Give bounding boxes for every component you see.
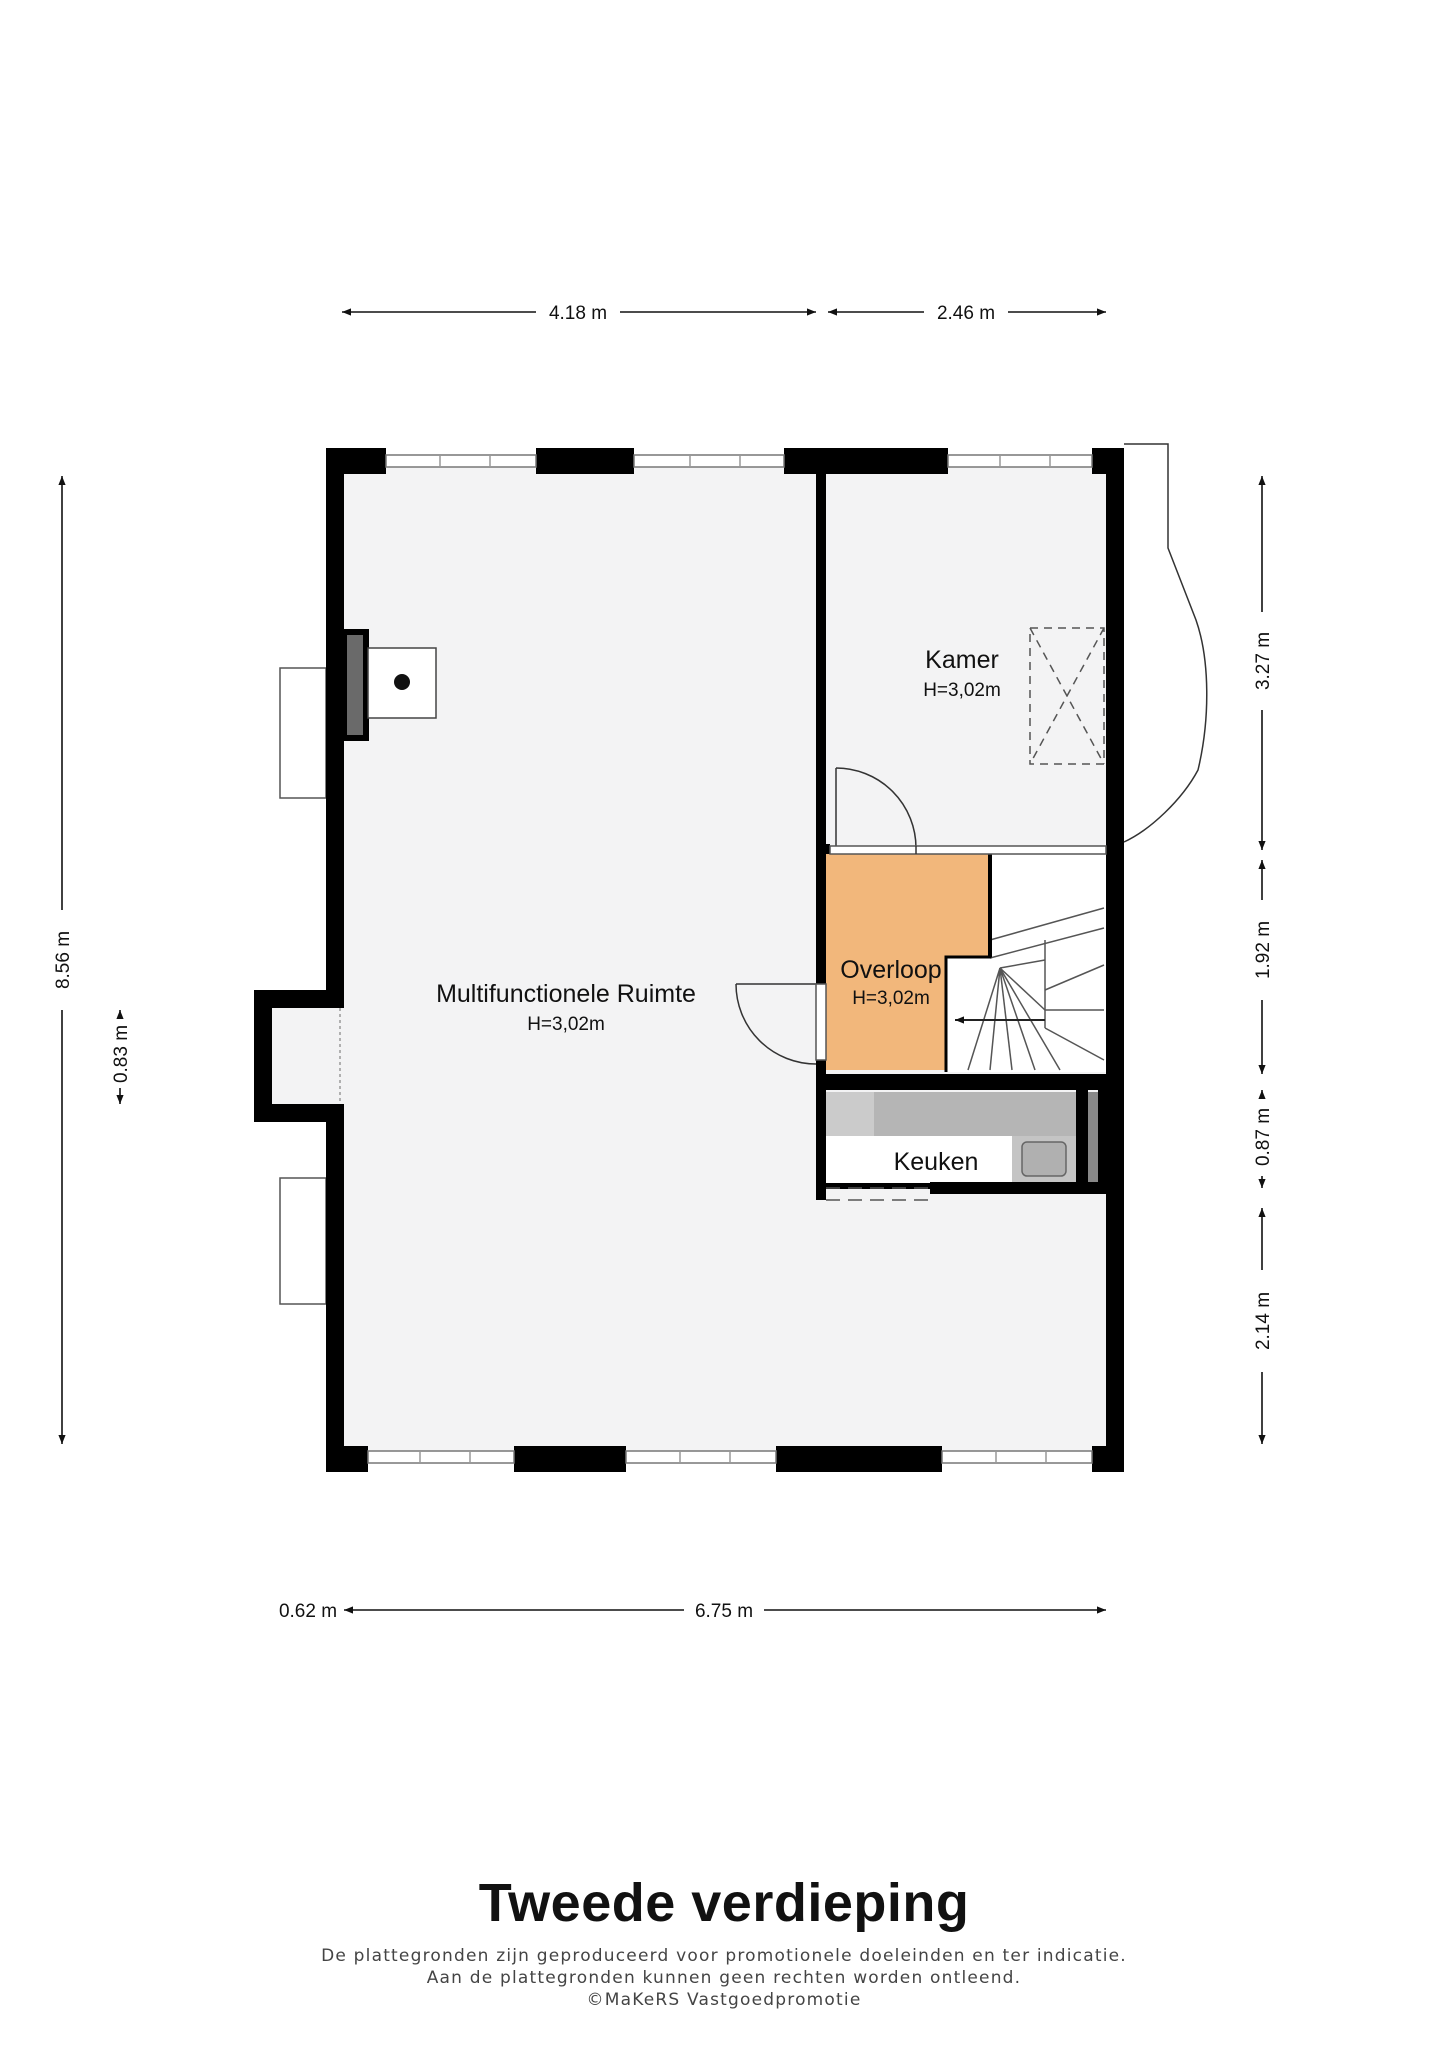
dim-right-1: 3.27 m — [1253, 632, 1274, 690]
dim-left-inner: 0.83 m — [111, 1025, 132, 1083]
doors — [735, 443, 1208, 1065]
room-name-overloop: Overloop — [840, 956, 941, 984]
copyright-line: ©MaKeRS Vastgoedpromotie — [586, 1990, 862, 2010]
dim-top-right: 2.46 m — [937, 303, 995, 324]
exterior-elements — [279, 667, 327, 1305]
dim-bottom-total: 6.75 m — [695, 1601, 753, 1622]
disclaimer-line-1: De plattegronden zijn geproduceerd voor … — [321, 1946, 1127, 1966]
dim-left-total: 8.56 m — [53, 931, 74, 989]
windows — [367, 454, 1093, 1464]
sink-icon — [1021, 1141, 1067, 1177]
chimney-icon — [394, 674, 410, 690]
dimension-lines — [58, 308, 1266, 1614]
room-height-multifunctionele: H=3,02m — [527, 1014, 605, 1035]
dim-right-3: 0.87 m — [1253, 1108, 1274, 1166]
dim-right-2: 1.92 m — [1253, 921, 1274, 979]
floor-title: Tweede verdieping — [478, 1873, 970, 1933]
room-name-multifunctionele: Multifunctionele Ruimte — [436, 980, 696, 1008]
room-name-kamer: Kamer — [925, 646, 999, 674]
overloop-floor-shape — [824, 852, 990, 1070]
disclaimer-line-2: Aan de plattegronden kunnen geen rechten… — [426, 1968, 1022, 1988]
walls — [254, 448, 1124, 1472]
room-height-kamer: H=3,02m — [923, 680, 1001, 701]
room-height-overloop: H=3,02m — [852, 988, 930, 1009]
room-name-keuken: Keuken — [894, 1148, 979, 1176]
dim-right-4: 2.14 m — [1253, 1292, 1274, 1350]
dim-top-left: 4.18 m — [549, 303, 607, 324]
dim-bottom-small: 0.62 m — [279, 1601, 337, 1622]
